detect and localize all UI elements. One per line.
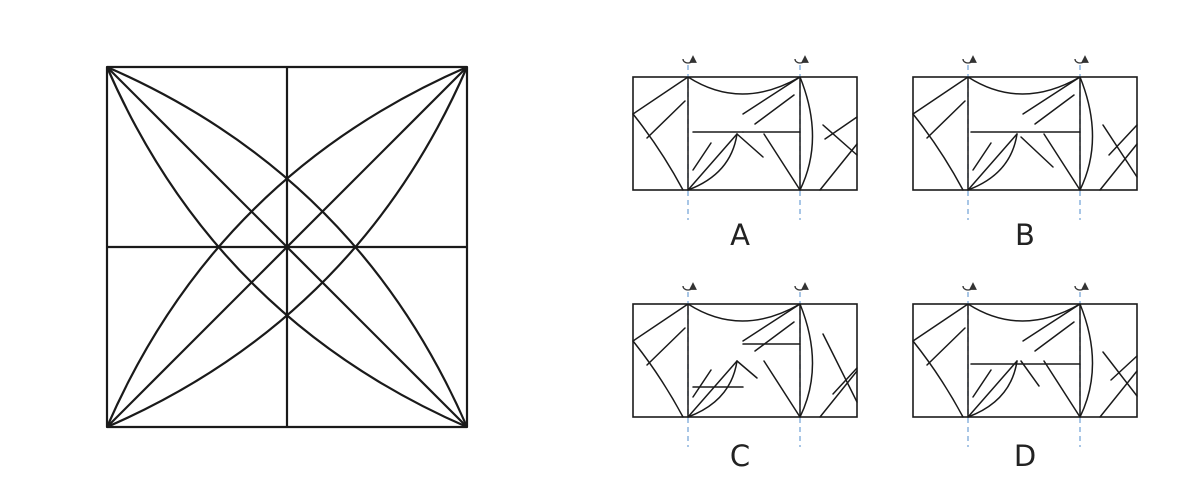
net-stroke (1099, 370, 1138, 418)
net-stroke (632, 340, 684, 418)
net-stroke (1102, 124, 1138, 178)
net-stroke (926, 100, 966, 139)
panel-frame (912, 76, 1138, 191)
net-stroke (646, 327, 686, 366)
net-stroke (763, 360, 801, 418)
panel-frame (632, 76, 858, 191)
net-stroke (687, 133, 738, 191)
net-stroke (1110, 355, 1138, 381)
option-label-c[interactable]: C (730, 439, 750, 473)
net-stroke (687, 76, 801, 95)
net-stroke (822, 124, 858, 156)
net-stroke (1079, 76, 1094, 191)
panel-frame (632, 303, 858, 418)
net-stroke (967, 360, 1018, 418)
main-diagonal-2 (106, 66, 468, 428)
net-stroke (967, 303, 1081, 322)
net-stroke (632, 303, 689, 342)
net-stroke (967, 76, 1081, 95)
net-stroke (912, 340, 964, 418)
main-arc-tr-bl-upper (105, 65, 468, 428)
main-arc-tl-br-upper (106, 65, 469, 428)
net-stroke (967, 360, 1018, 418)
net-stroke (967, 133, 1018, 191)
main-arc-tl-br-lower (105, 66, 468, 429)
net-stroke (1020, 360, 1040, 387)
net-stroke (967, 133, 1018, 191)
net-stroke (742, 76, 801, 115)
net-stroke (632, 113, 684, 191)
rotate-arrow-icon (794, 282, 809, 291)
option-panel-b (912, 55, 1138, 220)
rotate-arrow-icon (682, 55, 697, 64)
net-stroke (1022, 303, 1081, 342)
option-label-a[interactable]: A (730, 218, 750, 252)
net-stroke (646, 100, 686, 139)
net-stroke (736, 360, 758, 379)
option-label-d[interactable]: D (1014, 439, 1036, 473)
net-stroke (799, 303, 814, 418)
net-stroke (822, 333, 858, 403)
net-stroke (912, 113, 964, 191)
option-panel-c (632, 282, 858, 447)
net-stroke (1099, 143, 1138, 191)
rotate-arrow-icon (962, 55, 977, 64)
main-arc-tr-bl-lower (106, 66, 469, 429)
net-stroke (736, 133, 764, 158)
net-stroke (687, 133, 738, 191)
net-stroke (687, 360, 738, 418)
net-stroke (819, 370, 858, 418)
net-stroke (1022, 76, 1081, 115)
net-stroke (687, 303, 801, 322)
rotate-arrow-icon (682, 282, 697, 291)
net-stroke (1079, 303, 1094, 418)
net-stroke (799, 76, 814, 191)
net-stroke (1034, 94, 1075, 125)
option-panel-a (632, 55, 858, 220)
rotate-arrow-icon (1074, 55, 1089, 64)
net-stroke (912, 76, 969, 115)
option-label-b[interactable]: B (1015, 218, 1035, 252)
net-stroke (1034, 321, 1075, 352)
net-stroke (912, 303, 969, 342)
rotate-arrow-icon (962, 282, 977, 291)
net-stroke (632, 76, 689, 115)
net-stroke (1043, 133, 1081, 191)
net-stroke (1020, 136, 1054, 168)
rotate-arrow-icon (1074, 282, 1089, 291)
net-stroke (972, 142, 992, 171)
net-stroke (824, 116, 858, 140)
main-square-figure (105, 65, 469, 429)
net-stroke (832, 367, 858, 395)
net-stroke (926, 327, 966, 366)
net-stroke (1043, 360, 1081, 418)
option-panel-d (912, 282, 1138, 447)
net-stroke (1102, 351, 1138, 397)
net-stroke (754, 321, 795, 352)
net-stroke (754, 94, 795, 125)
net-stroke (687, 360, 738, 418)
net-stroke (692, 142, 712, 171)
net-stroke (763, 133, 801, 191)
net-stroke (819, 143, 858, 191)
panel-frame (912, 303, 1138, 418)
net-stroke (692, 369, 712, 398)
net-stroke (1108, 124, 1138, 156)
net-stroke (742, 303, 801, 342)
net-stroke (972, 369, 992, 398)
rotate-arrow-icon (794, 55, 809, 64)
option-panels (632, 55, 1138, 447)
